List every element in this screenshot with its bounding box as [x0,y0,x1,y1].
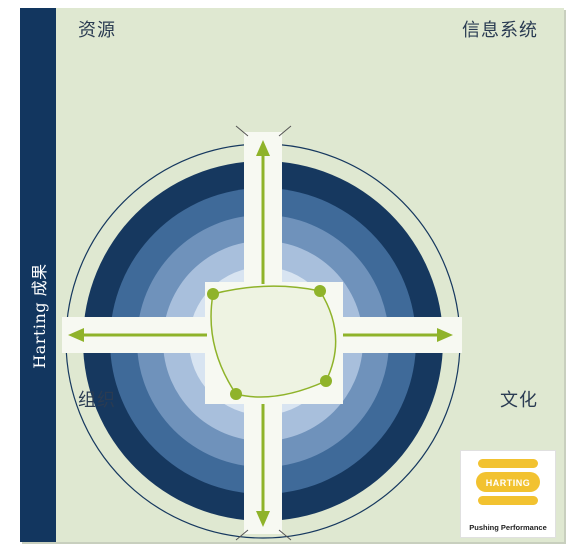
center-dot-br [320,375,332,387]
arrow-up-head [256,140,270,156]
cross-tick-bottom [235,529,292,541]
logo-tagline: Pushing Performance [469,523,547,532]
label-information-systems: 信息系统 [462,20,538,41]
harting-logo: HARTING Pushing Performance [460,450,556,538]
center-shape [210,285,337,398]
arrow-left-head [68,328,84,342]
logo-word: HARTING [485,478,531,488]
arrow-right-head [437,328,453,342]
center-dot-bl [230,388,242,400]
center-dot-tr [314,285,326,297]
center-dot-tl [207,288,219,300]
harting-logo-mark-icon [476,459,540,505]
label-resources: 资源 [78,20,116,41]
arrows [68,140,453,527]
arrow-down-head [256,511,270,527]
label-culture: 文化 [500,390,538,411]
label-organization: 组织 [78,390,116,411]
cross-tick-top [235,125,292,137]
sidebar [20,8,56,542]
